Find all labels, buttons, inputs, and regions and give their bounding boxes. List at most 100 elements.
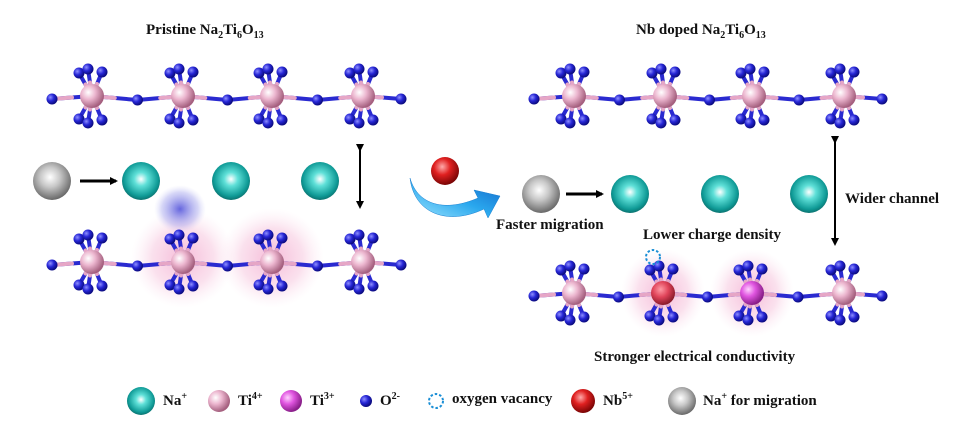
electron-cloud: [154, 185, 206, 233]
oxygen-atom: [528, 290, 540, 302]
label-lower-charge-density: Lower charge density: [643, 227, 782, 243]
ti4-atom: [260, 84, 284, 108]
oxygen-atom: [528, 93, 540, 105]
oxygen-atom: [564, 63, 576, 75]
legend-icons: [127, 387, 696, 415]
ti4-atom: [351, 250, 375, 274]
oxygen-atom: [262, 283, 274, 295]
oxygen-atom: [825, 113, 837, 125]
ti3-atom: [740, 281, 764, 305]
ti4-atom: [832, 281, 856, 305]
na-atom: [611, 175, 649, 213]
oxygen-atom: [73, 113, 85, 125]
transformation-arrow: [409, 177, 501, 219]
oxygen-atom: [164, 233, 176, 245]
oxygen-atom: [646, 113, 658, 125]
oxygen-atom: [312, 260, 323, 272]
oxygen-atom: [344, 233, 356, 245]
oxygen-atom: [669, 66, 681, 78]
oxygen-atom: [702, 291, 713, 303]
oxygen-atom: [564, 117, 576, 129]
oxygen-atom: [555, 67, 567, 79]
legend-na-migration: Na+ for migration: [703, 391, 817, 409]
oxygen-atom: [82, 63, 94, 75]
oxygen-atom: [825, 67, 837, 79]
oxygen-atom: [614, 94, 625, 106]
oxygen-atom: [46, 259, 58, 271]
oxygen-atom: [825, 310, 837, 322]
oxygen-atom: [353, 229, 365, 241]
oxygen-atom: [735, 113, 747, 125]
legend-vacancy: oxygen vacancy: [452, 391, 553, 407]
oxygen-atom: [655, 63, 667, 75]
legend-ti3: Ti3+: [310, 391, 335, 409]
oxygen-atom: [96, 114, 108, 126]
na-migration-icon: [668, 387, 696, 415]
oxygen-vacancy-marker: [645, 249, 661, 265]
oxygen-atom: [276, 280, 288, 292]
oxygen-atom: [262, 229, 274, 241]
na-atom: [701, 175, 739, 213]
ti4-ion-icon: [208, 390, 230, 412]
oxygen-atom: [395, 259, 407, 271]
oxygen-atom: [758, 114, 770, 126]
oxygen-atom: [96, 66, 108, 78]
oxygen-atom: [367, 280, 379, 292]
oxygen-atom: [578, 263, 590, 275]
oxygen-atom: [848, 263, 860, 275]
oxygen-atom: [655, 117, 667, 129]
oxygen-atom: [555, 113, 567, 125]
oxygen-atom: [164, 67, 176, 79]
oxygen-atom: [253, 113, 265, 125]
oxygen-atom: [73, 279, 85, 291]
oxygen-atom: [82, 229, 94, 241]
oxygen-atom: [187, 232, 199, 244]
oxygen-atom: [253, 67, 265, 79]
oxygen-atom: [344, 113, 356, 125]
oxygen-atom: [96, 232, 108, 244]
oxygen-atom: [96, 280, 108, 292]
migrating-na-atom: [522, 175, 560, 213]
oxygen-atom: [876, 93, 888, 105]
oxygen-atom: [735, 67, 747, 79]
oxygen-atom: [222, 94, 233, 106]
oxygen-atom: [834, 260, 846, 272]
nb-ion-icon: [571, 389, 595, 413]
oxygen-atom: [132, 94, 143, 106]
oxygen-atom: [667, 263, 679, 275]
oxygen-atom: [82, 117, 94, 129]
structure-diagram: [33, 63, 888, 337]
na-ion-icon: [127, 387, 155, 415]
oxygen-atom: [644, 264, 656, 276]
na-atom: [122, 162, 160, 200]
oxygen-atom: [756, 311, 768, 323]
oxygen-atom: [222, 260, 233, 272]
ti3-ion-icon: [280, 390, 302, 412]
oxygen-atom: [578, 66, 590, 78]
ti4-atom: [562, 84, 586, 108]
oxygen-atom: [187, 280, 199, 292]
oxygen-atom: [46, 93, 58, 105]
oxygen-atom: [613, 291, 624, 303]
oxygen-atom: [173, 229, 185, 241]
ti4-atom: [171, 84, 195, 108]
na-atom: [212, 162, 250, 200]
oxygen-atom: [733, 264, 745, 276]
legend-nb: Nb5+: [603, 391, 633, 409]
oxygen-vacancy-icon: [428, 393, 444, 409]
oxygen-atom: [353, 117, 365, 129]
oxygen-atom: [758, 66, 770, 78]
oxygen-atom: [744, 117, 756, 129]
ti-o-chain: [46, 229, 407, 295]
oxygen-atom: [187, 66, 199, 78]
na-atom: [790, 175, 828, 213]
oxygen-atom: [733, 310, 745, 322]
title-nb-doped: Nb doped Na2Ti6O13: [636, 22, 766, 41]
oxygen-atom: [848, 66, 860, 78]
migrating-na-atom: [33, 162, 71, 200]
oxygen-atom: [353, 63, 365, 75]
legend-ti4: Ti4+: [238, 391, 263, 409]
ti4-atom: [562, 281, 586, 305]
oxygen-atom: [276, 232, 288, 244]
title-pristine: Pristine Na2Ti6O13: [146, 22, 264, 41]
